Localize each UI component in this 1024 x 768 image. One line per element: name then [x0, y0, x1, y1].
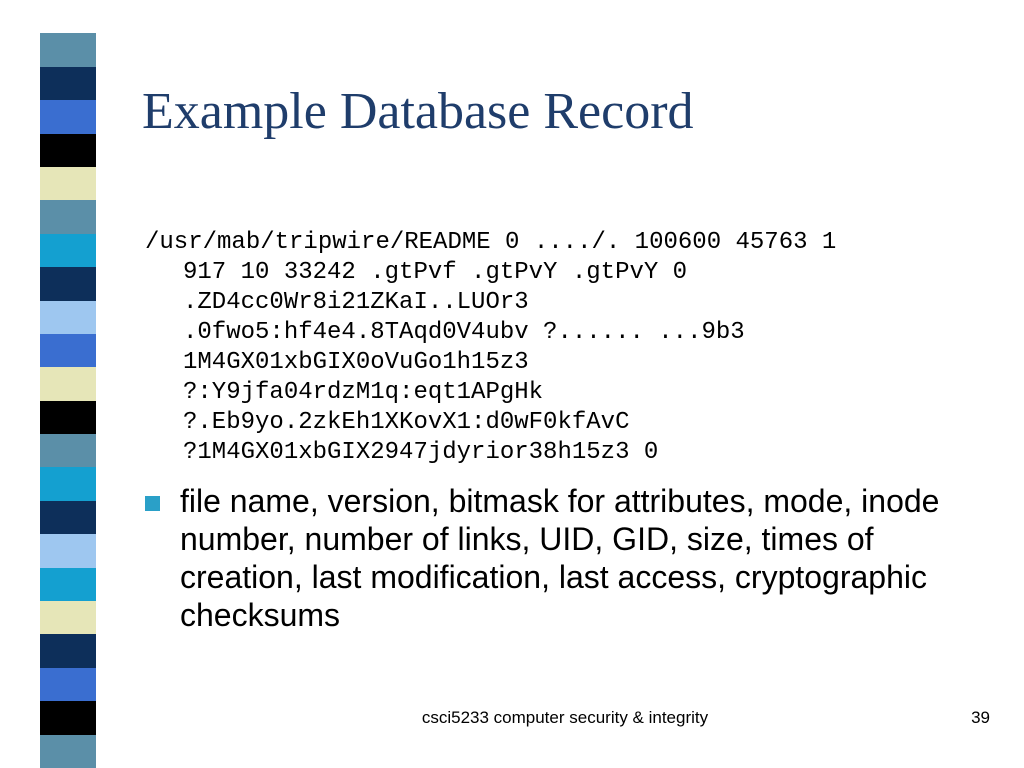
code-line: .ZD4cc0Wr8i21ZKaI..LUOr3 [183, 289, 529, 316]
strip-block [40, 233, 96, 268]
strip-block [40, 400, 96, 435]
slide-title: Example Database Record [142, 83, 694, 140]
code-line: 917 10 33242 .gtPvf .gtPvY .gtPvY 0 [183, 259, 688, 286]
bullet-item: file name, version, bitmask for attribut… [145, 482, 1005, 634]
strip-block [40, 667, 96, 702]
bullet-text: file name, version, bitmask for attribut… [180, 483, 940, 633]
strip-block [40, 100, 96, 134]
footer-course-name: csci5233 computer security & integrity [421, 708, 709, 727]
strip-block [40, 267, 96, 301]
square-bullet-icon [145, 496, 160, 511]
code-line: 1M4GX01xbGIX0oVuGo1h15z3 [183, 349, 529, 376]
strip-block [40, 734, 96, 768]
strip-block [40, 300, 96, 334]
strip-block [40, 701, 96, 735]
strip-block [40, 33, 96, 67]
code-line: ?.Eb9yo.2zkEh1XKovX1:d0wF0kfAvC [183, 409, 630, 436]
code-line: ?:Y9jfa04rdzM1q:eqt1APgHk [183, 379, 544, 406]
strip-block [40, 66, 96, 101]
strip-block [40, 567, 96, 602]
strip-block [40, 166, 96, 201]
strip-block [40, 601, 96, 635]
strip-block [40, 534, 96, 568]
strip-block [40, 367, 96, 401]
page-number: 39 [971, 708, 990, 727]
strip-block [40, 0, 96, 34]
strip-block [40, 500, 96, 535]
decorative-side-strip [40, 0, 96, 768]
database-record-code: /usr/mab/tripwire/README 0 ..../. 100600… [145, 228, 995, 468]
strip-block [40, 333, 96, 368]
code-line: .0fwo5:hf4e4.8TAqd0V4ubv ?...... ...9b3 [183, 319, 745, 346]
code-line: ?1M4GX01xbGIX2947jdyrior38h15z3 0 [183, 439, 659, 466]
strip-block [40, 634, 96, 668]
code-line: /usr/mab/tripwire/README 0 ..../. 100600… [145, 229, 837, 256]
strip-block [40, 467, 96, 501]
strip-block [40, 434, 96, 468]
strip-block [40, 200, 96, 234]
strip-block [40, 133, 96, 167]
